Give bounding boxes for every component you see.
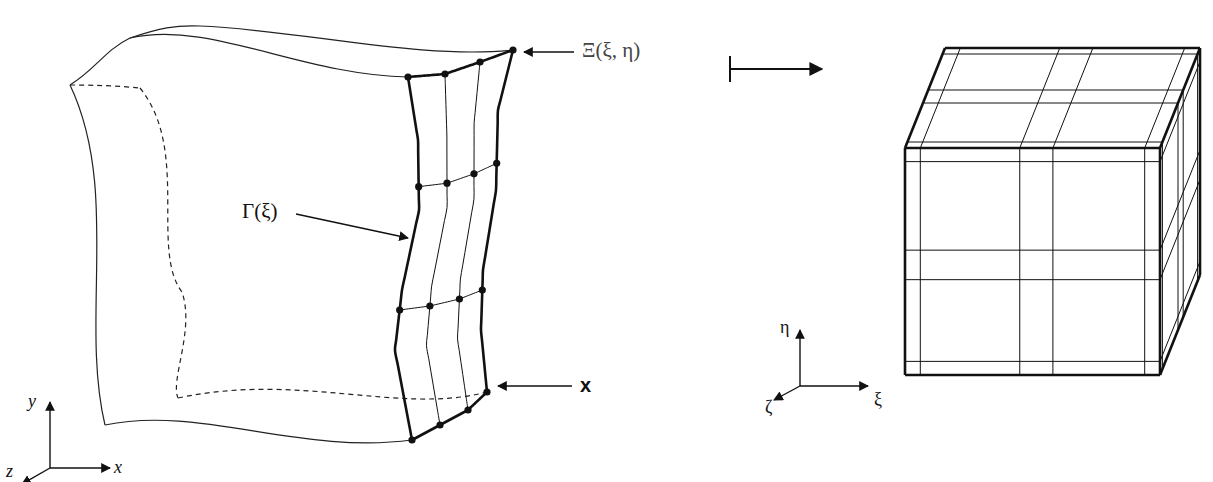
axis-label: ζ — [765, 398, 772, 418]
mapping-label: Ξ(ξ, η) — [582, 39, 640, 62]
curved-element-body — [70, 26, 513, 443]
leader-arrows — [296, 52, 574, 386]
axis-label: x — [114, 458, 122, 478]
curved-face-grid — [395, 46, 517, 443]
mapping-arrow — [730, 56, 822, 82]
axis-label: z — [6, 462, 13, 482]
axis-label: y — [28, 392, 36, 412]
axis-label: ξ — [874, 390, 882, 410]
axes-left — [22, 402, 110, 482]
node-label: x — [580, 374, 591, 396]
reference-cube — [905, 48, 1200, 375]
axis-label: η — [780, 318, 789, 338]
axes-right — [774, 330, 868, 400]
curve-label: Γ(ξ) — [242, 200, 278, 223]
